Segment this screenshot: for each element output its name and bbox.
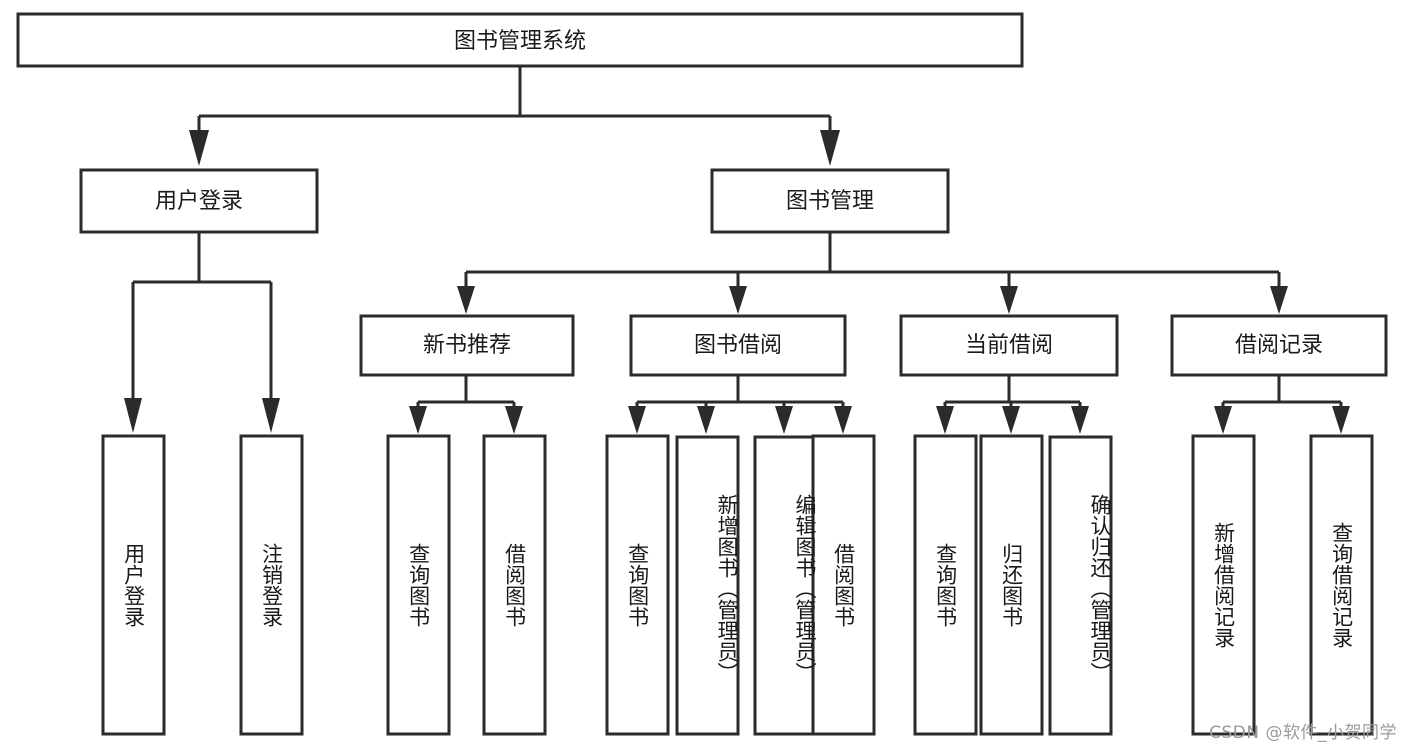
node-leaf-return-book-box[interactable] <box>979 434 1044 736</box>
arrow-head-icon <box>1071 406 1089 434</box>
arrow-head-icon <box>820 130 840 166</box>
node-book-borrow[interactable]: 图书借阅 <box>629 314 847 377</box>
arrow-head-icon <box>189 130 209 166</box>
node-leaf-query-book-3-box[interactable] <box>913 434 978 736</box>
node-leaf-add-book-box[interactable] <box>675 435 740 736</box>
node-root[interactable]: 图书管理系统 <box>16 12 1024 68</box>
node-root-label: 图书管理系统 <box>454 29 586 54</box>
connector-group-root-to-level2 <box>189 66 840 166</box>
node-leaf-confirm-return-box[interactable] <box>1048 435 1113 736</box>
node-current-borrow-box[interactable] <box>899 314 1119 377</box>
node-current-borrow[interactable]: 当前借阅 <box>899 314 1119 377</box>
arrow-head-icon <box>457 286 475 314</box>
connector-group-new-book-rec-to-leaves <box>409 375 523 434</box>
node-book-borrow-label: 图书借阅 <box>694 333 782 358</box>
node-borrow-record-label: 借阅记录 <box>1235 333 1323 358</box>
connector-group-borrow-record-to-leaves <box>1214 375 1350 434</box>
node-leaf-add-record-box[interactable] <box>1191 434 1256 736</box>
node-user-login-box[interactable] <box>79 168 319 234</box>
node-leaf-query-book-1-box[interactable] <box>386 434 451 736</box>
node-leaf-edit-book-box[interactable] <box>753 435 818 736</box>
arrow-head-icon <box>505 406 523 434</box>
connector-group-book-borrow-to-leaves <box>628 375 852 434</box>
node-current-borrow-label: 当前借阅 <box>965 333 1053 358</box>
node-user-login-label: 用户登录 <box>155 189 243 214</box>
connector-group-book-manage-to-level3 <box>457 232 1288 314</box>
node-book-manage[interactable]: 图书管理 <box>710 168 950 234</box>
node-book-manage-label: 图书管理 <box>786 189 874 214</box>
arrow-head-icon <box>729 286 747 314</box>
node-leaf-logout-box[interactable] <box>239 434 304 736</box>
arrow-head-icon <box>1214 406 1232 434</box>
connector-group-current-borrow-to-leaves <box>936 375 1089 434</box>
node-user-login[interactable]: 用户登录 <box>79 168 319 234</box>
node-borrow-record[interactable]: 借阅记录 <box>1170 314 1388 377</box>
node-leaf-borrow-book-1-box[interactable] <box>482 434 547 736</box>
arrow-head-icon <box>1332 406 1350 434</box>
node-root-box[interactable] <box>16 12 1024 68</box>
arrow-head-icon <box>628 406 646 434</box>
node-book-manage-box[interactable] <box>710 168 950 234</box>
arrow-head-icon <box>1270 286 1288 314</box>
node-leaf-query-record-box[interactable] <box>1309 434 1374 736</box>
arrow-head-icon <box>1000 286 1018 314</box>
node-book-borrow-box[interactable] <box>629 314 847 377</box>
node-leaf-user-login-box[interactable] <box>101 434 166 736</box>
arrow-head-icon <box>936 406 954 434</box>
node-new-book-rec[interactable]: 新书推荐 <box>359 314 575 377</box>
arrow-head-icon <box>834 406 852 434</box>
arrow-head-icon <box>124 398 142 433</box>
arrow-head-icon <box>262 398 280 433</box>
arrow-head-icon <box>1002 406 1020 434</box>
watermark-text: CSDN @软件_小贺同学 <box>1209 723 1397 743</box>
node-new-book-rec-label: 新书推荐 <box>423 333 511 358</box>
node-leaf-borrow-book-2-box[interactable] <box>811 434 876 736</box>
arrow-head-icon <box>697 406 715 434</box>
node-new-book-rec-box[interactable] <box>359 314 575 377</box>
arrow-head-icon <box>409 406 427 434</box>
node-leaf-query-book-2-box[interactable] <box>605 434 670 736</box>
arrow-head-icon <box>775 406 793 434</box>
connector-group-user-login-to-leaves <box>124 232 280 433</box>
node-borrow-record-box[interactable] <box>1170 314 1388 377</box>
